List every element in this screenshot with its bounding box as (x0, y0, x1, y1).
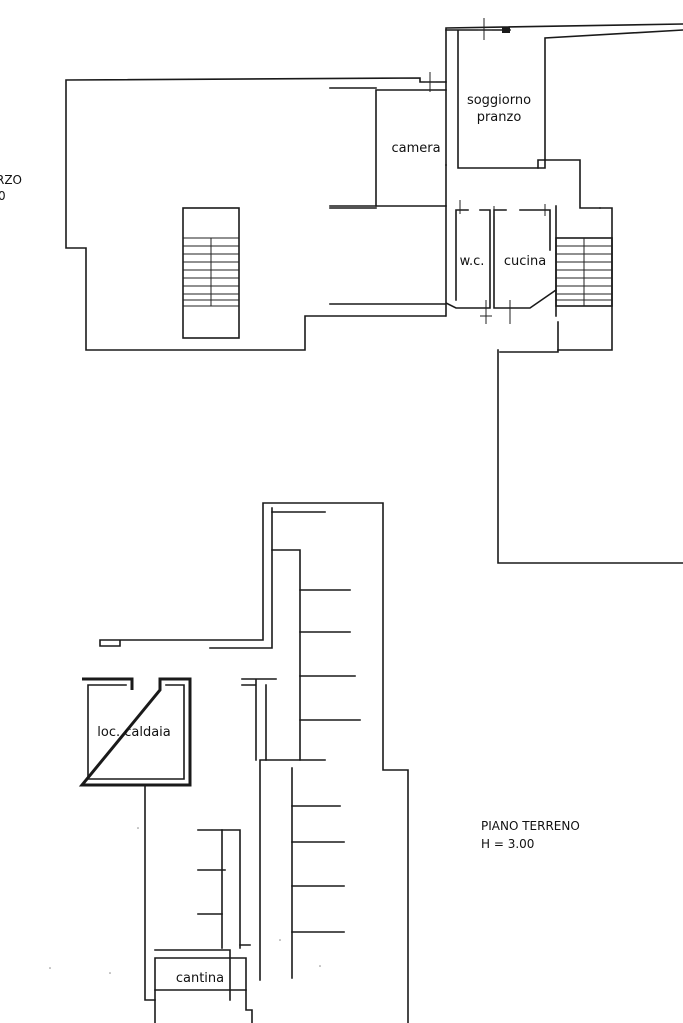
room-label-cucina: cucina (504, 254, 546, 269)
camera-walls (329, 87, 447, 209)
ground-floor-plan: loc. caldaia cantina PIANO TERRENO H = 3… (49, 502, 580, 1023)
wc-walls (445, 205, 491, 309)
cucina-walls (493, 205, 558, 317)
floor-label-partial: RZO (0, 173, 22, 187)
cantina-room (154, 944, 251, 1001)
floor-height-partial: 0 (0, 189, 6, 203)
room-label-cantina: cantina (176, 971, 224, 986)
floor-height: H = 3.00 (481, 837, 534, 851)
room-label-soggiorno: soggiorno (467, 93, 531, 108)
upper-floor-plan: soggiorno pranzo camera w.c. cucina RZO … (0, 18, 683, 564)
room-label-caldaia: loc. caldaia (97, 725, 171, 740)
staircase-right (555, 237, 613, 307)
caldaia-room (78, 677, 192, 787)
room-label-wc: w.c. (460, 254, 485, 269)
ground-floor-outline (99, 502, 409, 1023)
floor-title: PIANO TERRENO (481, 819, 580, 833)
room-label-camera: camera (391, 141, 440, 156)
staircase-left (182, 207, 240, 339)
room-label-pranzo: pranzo (477, 110, 522, 125)
